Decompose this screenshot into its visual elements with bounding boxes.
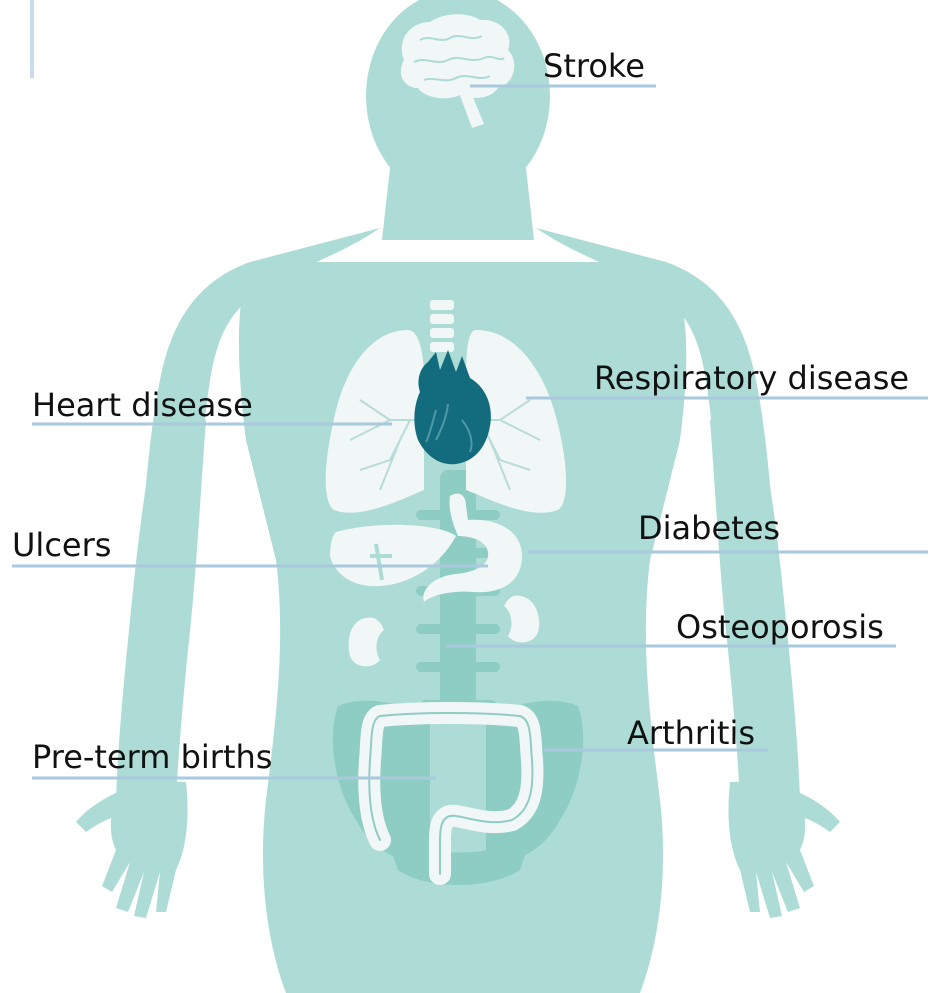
label-arthritis: Arthritis bbox=[627, 714, 755, 752]
label-diabetes: Diabetes bbox=[638, 509, 780, 547]
corner-bar bbox=[30, 0, 34, 78]
label-respiratory-disease: Respiratory disease bbox=[594, 359, 909, 397]
neck bbox=[382, 150, 534, 240]
label-heart-disease: Heart disease bbox=[32, 386, 253, 424]
label-ulcers: Ulcers bbox=[12, 526, 111, 564]
label-osteoporosis: Osteoporosis bbox=[676, 608, 884, 646]
label-stroke: Stroke bbox=[543, 47, 645, 85]
label-pre-term-births: Pre-term births bbox=[32, 738, 272, 776]
